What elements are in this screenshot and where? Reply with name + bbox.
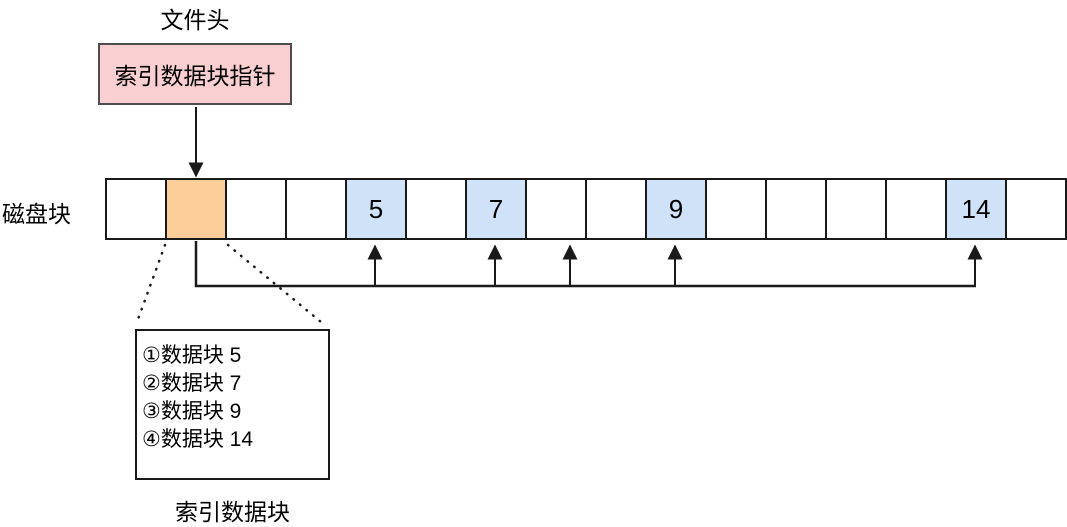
disk-block-13 <box>887 178 947 240</box>
disk-block-3 <box>287 178 347 240</box>
disk-block-5 <box>407 178 467 240</box>
disk-block-0 <box>107 178 167 240</box>
disk-block-8 <box>587 178 647 240</box>
disk-block-2 <box>227 178 287 240</box>
index-connector-trunk <box>194 241 976 288</box>
dotted-link-left <box>135 243 167 324</box>
index-entry-2: ②数据块 7 <box>142 372 242 395</box>
disk-block-7 <box>527 178 587 240</box>
disk-block-12 <box>827 178 887 240</box>
disk-block-15 <box>1007 178 1067 240</box>
dotted-link-right <box>226 243 323 324</box>
disk-block-1-index-block <box>167 178 227 240</box>
index-block-label: 索引数据块 <box>175 499 290 525</box>
disk-block-4: 5 <box>347 178 407 240</box>
disk-block-row: 5 7 9 14 <box>105 178 1067 240</box>
index-entry-4: ④数据块 14 <box>142 428 254 451</box>
index-pointer-box: 索引数据块指针 <box>98 43 292 105</box>
index-pointer-box-label: 索引数据块指针 <box>114 63 276 89</box>
disk-row-label: 磁盘块 <box>2 201 71 227</box>
disk-block-11 <box>767 178 827 240</box>
file-header-label: 文件头 <box>160 7 230 33</box>
disk-block-10 <box>707 178 767 240</box>
index-data-block-box: ①数据块 5 ②数据块 7 ③数据块 9 ④数据块 14 <box>135 329 330 480</box>
disk-block-9: 9 <box>647 178 707 240</box>
index-entry-1: ①数据块 5 <box>142 344 242 367</box>
disk-block-6: 7 <box>467 178 527 240</box>
disk-block-14: 14 <box>947 178 1007 240</box>
index-entry-3: ③数据块 9 <box>142 400 242 423</box>
